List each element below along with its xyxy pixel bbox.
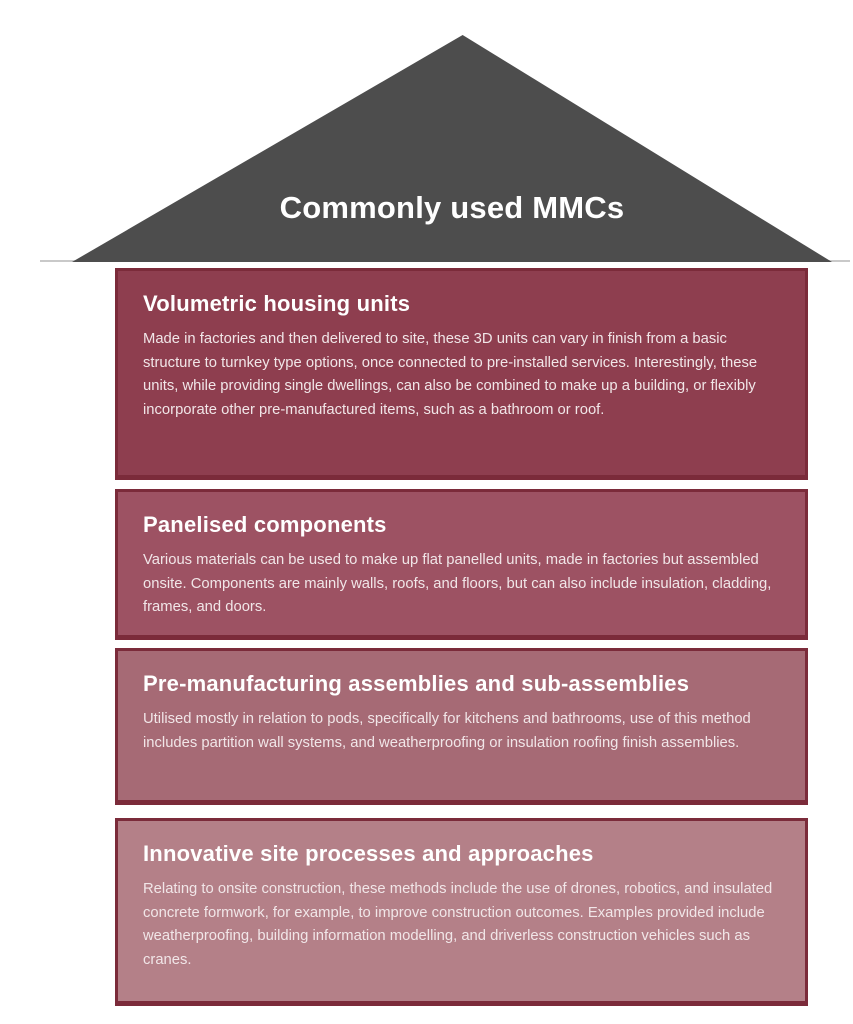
section-innovative-site-processes: Innovative site processes and approaches… [115, 818, 808, 1006]
section-body: Utilised mostly in relation to pods, spe… [143, 711, 751, 751]
section-volumetric-housing-units: Volumetric housing units Made in factori… [115, 268, 808, 480]
section-pre-manufacturing-assemblies: Pre-manufacturing assemblies and sub-ass… [115, 648, 808, 805]
section-panelised-components: Panelised components Various materials c… [115, 489, 808, 640]
page-title: Commonly used MMCs [279, 190, 625, 225]
section-body: Relating to onsite construction, these m… [143, 881, 773, 968]
section-heading: Pre-manufacturing assemblies and sub-ass… [143, 671, 690, 696]
section-body: Made in factories and then delivered to … [143, 331, 758, 418]
section-body: Various materials can be used to make up… [143, 552, 772, 615]
section-heading: Volumetric housing units [143, 291, 411, 316]
section-heading: Panelised components [143, 512, 387, 537]
section-heading: Innovative site processes and approaches [143, 841, 594, 866]
house-roof-triangle: Commonly used MMCs [72, 35, 832, 262]
